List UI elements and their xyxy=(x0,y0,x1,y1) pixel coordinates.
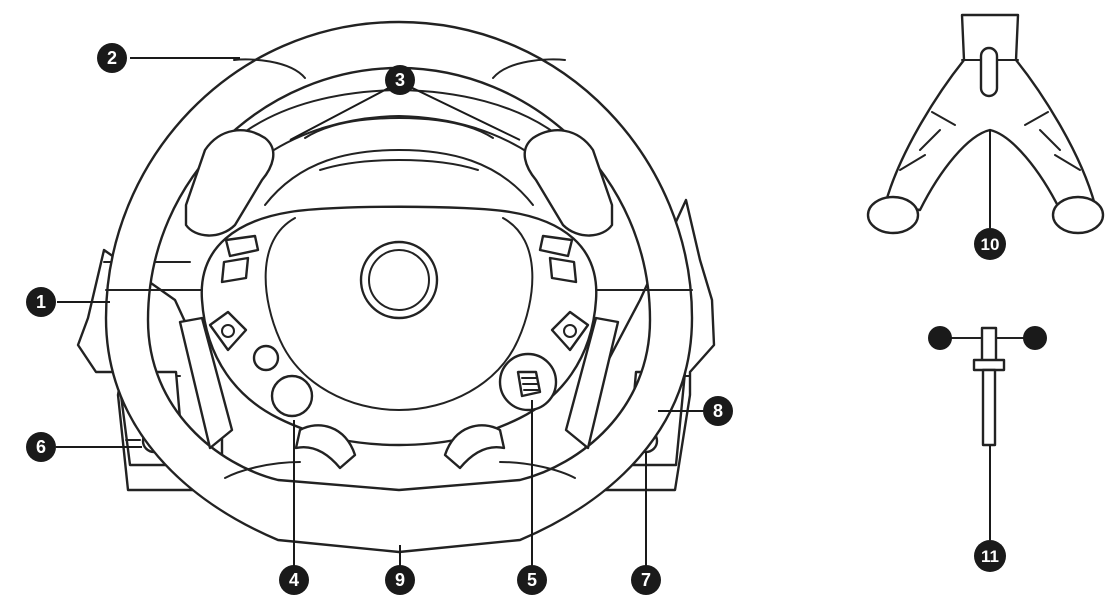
left-directional-button[interactable] xyxy=(208,310,248,352)
callout-5: 5 xyxy=(517,565,547,595)
callout-2-label: 2 xyxy=(107,48,117,68)
shift-paddles xyxy=(184,129,614,237)
upper-spoke xyxy=(264,117,534,206)
large-face-button[interactable] xyxy=(270,374,314,418)
small-face-button[interactable] xyxy=(252,344,280,372)
left-paddle[interactable] xyxy=(184,129,275,237)
clamp-slot xyxy=(979,46,999,98)
left-mid-button[interactable] xyxy=(220,256,250,284)
right-clamp-pad xyxy=(1051,195,1105,235)
callout-10-label: 10 xyxy=(981,235,1000,254)
callout-1: 1 xyxy=(26,287,56,317)
screw-handle-left xyxy=(928,326,952,350)
clamp-screw xyxy=(928,326,1047,447)
callout-10: 10 xyxy=(974,228,1006,260)
hub-emblem xyxy=(359,240,439,320)
callout-4-label: 4 xyxy=(289,570,299,590)
callout-7: 7 xyxy=(631,565,661,595)
callout-5-label: 5 xyxy=(527,570,537,590)
callout-7-label: 7 xyxy=(641,570,651,590)
callout-3-label: 3 xyxy=(395,70,405,90)
center-hub xyxy=(178,205,620,470)
left-top-button[interactable] xyxy=(224,234,260,258)
callout-11: 11 xyxy=(974,540,1006,572)
callout-8-label: 8 xyxy=(713,401,723,421)
callout-9-label: 9 xyxy=(395,570,405,590)
right-directional-button[interactable] xyxy=(550,310,590,352)
callout-3: 3 xyxy=(385,65,415,95)
right-mid-button[interactable] xyxy=(548,256,578,284)
callout-2: 2 xyxy=(97,43,127,73)
screw-shaft xyxy=(981,368,997,447)
table-clamp xyxy=(866,13,1105,235)
screw-handle-right xyxy=(1023,326,1047,350)
right-paddle[interactable] xyxy=(523,129,614,237)
callout-8: 8 xyxy=(703,396,733,426)
left-clamp-pad xyxy=(866,195,920,235)
screw-head xyxy=(980,326,998,364)
callout-9: 9 xyxy=(385,565,415,595)
right-top-button[interactable] xyxy=(538,234,574,258)
callout-6-label: 6 xyxy=(36,437,46,457)
callout-4: 4 xyxy=(279,565,309,595)
callout-1-label: 1 xyxy=(36,292,46,312)
callout-11-label: 11 xyxy=(981,547,999,566)
callout-6: 6 xyxy=(26,432,56,462)
